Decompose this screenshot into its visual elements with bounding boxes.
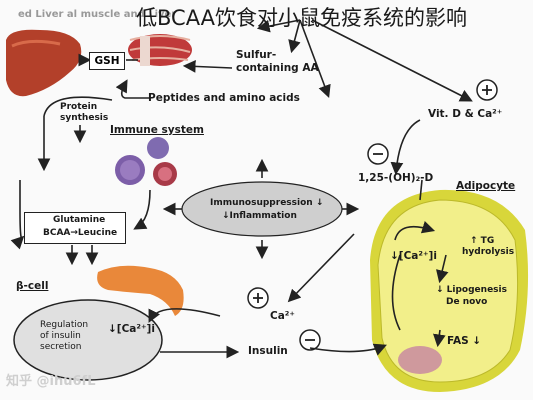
watermark: 知乎 @ihu6fL — [6, 374, 96, 389]
tg-label-2: hydrolysis — [462, 247, 515, 257]
arrows — [10, 19, 473, 359]
gsh-label: GSH — [94, 55, 120, 67]
tg-label-1: ↑ TG — [470, 236, 495, 246]
protein-synthesis-label-1: Protein — [60, 102, 98, 112]
immune-system-label: Immune system — [110, 124, 204, 136]
inflammation-label: ↓Inflammation — [222, 211, 297, 221]
protein-synthesis-label-2: synthesis — [60, 113, 109, 123]
adipocyte-shape — [370, 189, 529, 392]
immune-cells-image — [115, 137, 177, 186]
lipogenesis-label-2: De novo — [446, 297, 488, 307]
regulation-label-1: Regulation — [40, 320, 89, 330]
chinese-title: 低BCAA饮食对小鼠免疫系统的影响 — [136, 6, 468, 30]
ca2-label: Ca²⁺ — [270, 310, 295, 322]
oh-d-label: 1,25-(OH)₂-D — [358, 172, 434, 184]
sulfur-aa-label-1: Sulfur- — [236, 49, 277, 61]
insulin-label: Insulin — [248, 345, 288, 357]
immunosuppression-label: Immunosuppression ↓ — [210, 198, 324, 208]
muscle-image — [128, 34, 192, 66]
vitd-label: Vit. D & Ca²⁺ — [428, 108, 503, 120]
regulation-label-3: secretion — [40, 342, 82, 352]
ca-beta-label: ↓[Ca²⁺]i — [108, 323, 155, 335]
pancreas-image — [97, 265, 184, 316]
immune-ellipse — [181, 181, 343, 237]
gsh-box: GSH — [89, 52, 125, 70]
beta-cell-shape — [13, 299, 163, 381]
glutamine-box: Glutamine BCAA→Leucine — [24, 212, 126, 244]
bcaa-leucine-label: BCAA→Leucine — [43, 228, 118, 238]
adipocyte-label: Adipocyte — [456, 180, 516, 192]
header-partial-text: ed Liver al muscle and Liver — [18, 9, 177, 20]
peptides-label: Peptides and amino acids — [148, 92, 300, 104]
ca-adipocyte-label: ↓[Ca²⁺]i — [390, 250, 437, 262]
regulation-label-2: of insulin — [40, 331, 81, 341]
glutamine-label: Glutamine — [53, 215, 106, 225]
fas-label: FAS ↓ — [447, 335, 482, 347]
sulfur-aa-label-2: containing AA — [236, 62, 319, 74]
lipogenesis-label-1: ↓ Lipogenesis — [436, 285, 507, 295]
beta-cell-label: β-cell — [16, 280, 49, 292]
liver-image — [6, 29, 82, 97]
